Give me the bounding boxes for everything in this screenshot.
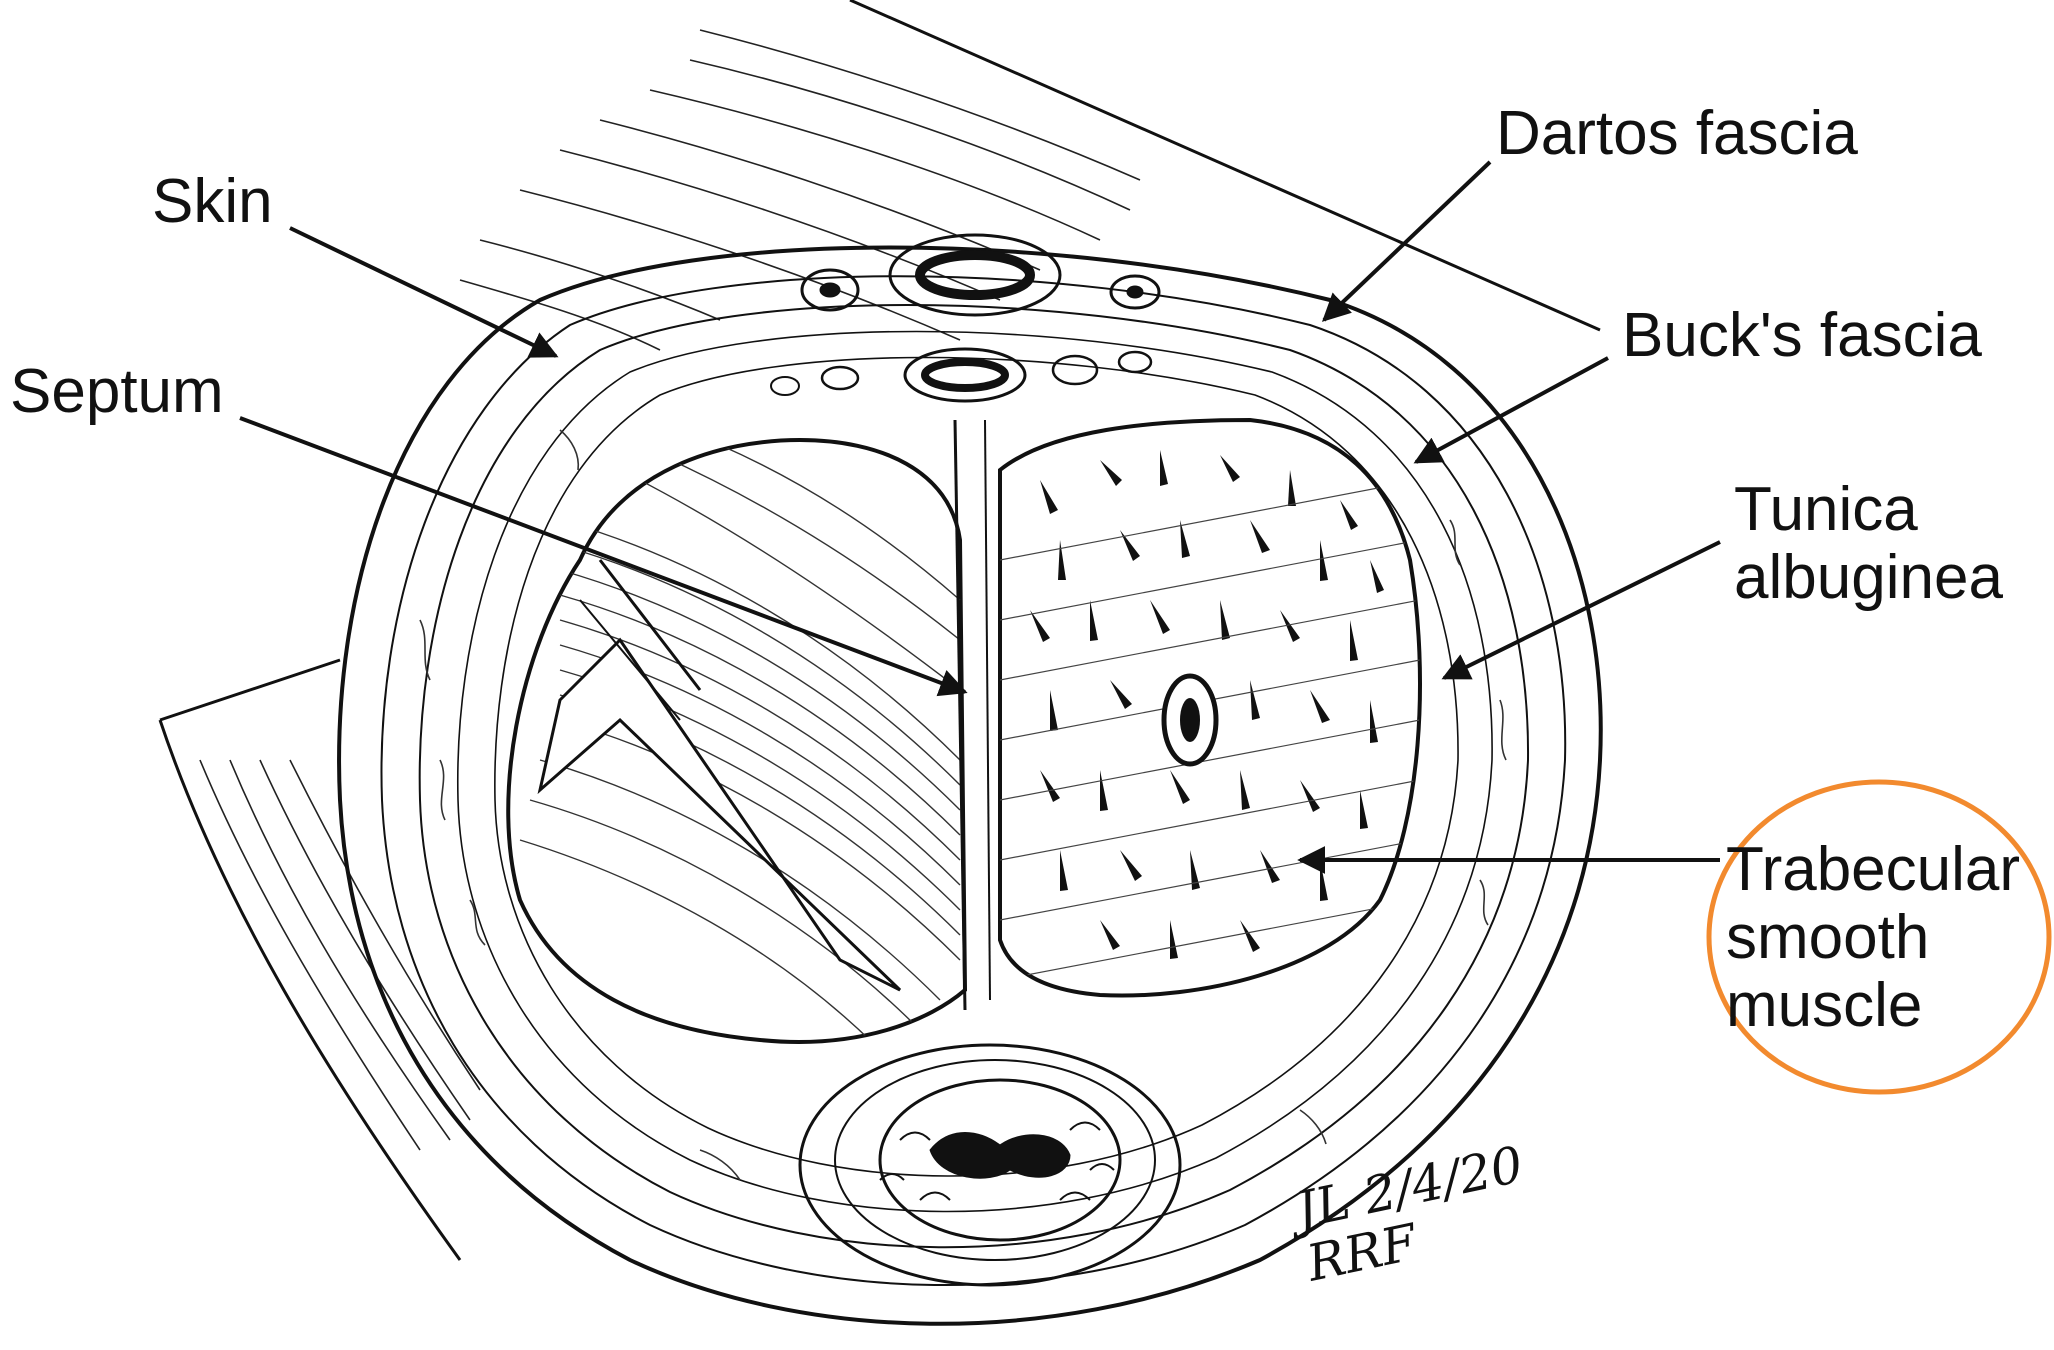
- right-corpus-cavernosum: [1000, 420, 1420, 996]
- septum-arrow: [240, 418, 965, 692]
- dartos-fascia-label: Dartos fascia: [1496, 100, 1858, 168]
- skin-label: Skin: [152, 168, 273, 236]
- leader-arrows: [240, 162, 1720, 860]
- dartos-fascia-arrow: [1324, 162, 1490, 320]
- septum-label: Septum: [10, 358, 224, 426]
- corpus-spongiosum: [800, 1045, 1180, 1285]
- septum-line: [955, 420, 990, 1010]
- trabecular-smooth-muscle-label: Trabecular smooth muscle: [1726, 836, 2020, 1040]
- tunica-albuginea-label: Tunica albuginea: [1734, 476, 2003, 612]
- tunica-albuginea-arrow: [1444, 542, 1720, 678]
- bucks-fascia-label: Buck's fascia: [1622, 302, 1982, 370]
- skin-arrow: [290, 228, 556, 356]
- left-corpus-cavernosum: [508, 440, 965, 1050]
